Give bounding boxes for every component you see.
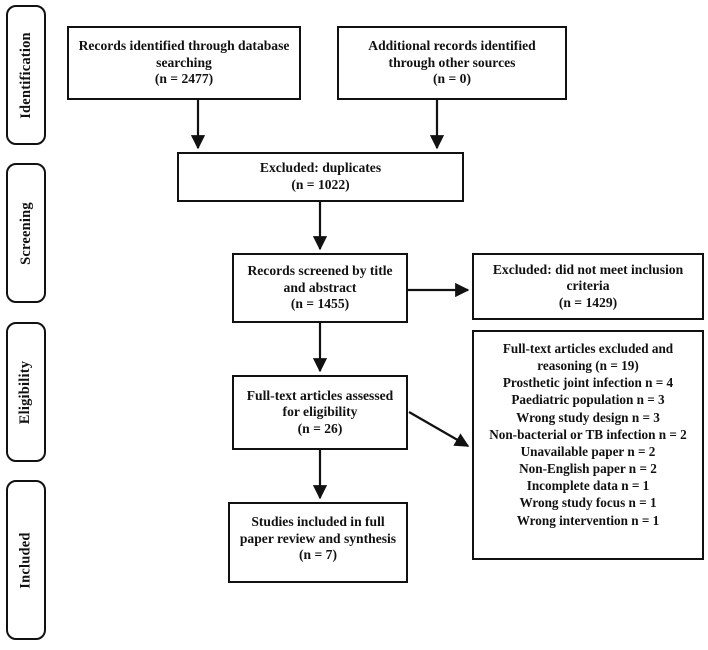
reason-unavailable-paper: Unavailable paper n = 2 (520, 443, 656, 459)
reason-paediatric-population: Paediatric population n = 3 (511, 392, 665, 408)
reason-non-bacterial-or-tb-infection: Non-bacterial or TB infection n = 2 (489, 426, 687, 442)
stage-label-screening-text: Screening (17, 201, 34, 265)
node-excluded-duplicates: Excluded: duplicates (n = 1022) (177, 152, 464, 202)
node-records-screened-line1: Records screened by title (247, 263, 393, 279)
node-fulltext-assessed-line2: for eligibility (282, 404, 358, 420)
node-records-screened: Records screened by title and abstract (… (232, 253, 408, 323)
node-studies-included-line1: Studies included in full (251, 514, 385, 529)
reason-incomplete-data: Incomplete data n = 1 (526, 478, 650, 494)
node-records-identified-database: Records identified through database sear… (67, 26, 301, 100)
node-fulltext-excluded-reasoning: Full-text articles excluded and reasonin… (472, 330, 704, 560)
reason-wrong-study-design: Wrong study design n = 3 (516, 409, 660, 425)
node-records-identified-database-count: (n = 2477) (154, 71, 214, 87)
node-records-identified-database-line1: Records identified through database (78, 38, 290, 54)
node-studies-included: Studies included in full paper review an… (228, 502, 408, 583)
stage-label-identification-text: Identification (17, 31, 34, 119)
fulltext-excluded-heading2: reasoning (n = 19) (537, 358, 639, 374)
node-fulltext-assessed-count: (n = 26) (297, 420, 343, 436)
stage-label-included-text: Included (17, 531, 34, 589)
reason-wrong-study-focus: Wrong study focus n = 1 (519, 495, 657, 511)
node-excluded-inclusion-criteria: Excluded: did not meet inclusion criteri… (472, 253, 704, 320)
reason-wrong-intervention: Wrong intervention n = 1 (516, 512, 660, 528)
stage-label-included: Included (6, 480, 46, 640)
edge-fulltext-to-excluded (408, 411, 470, 447)
node-additional-records-count: (n = 0) (433, 71, 471, 87)
node-excluded-inclusion-line1: Excluded: did not meet inclusion (492, 261, 684, 277)
node-additional-records-line2: through other sources (388, 54, 516, 70)
node-records-screened-count: (n = 1455) (290, 296, 350, 312)
node-excluded-inclusion-count: (n = 1429) (558, 294, 618, 310)
stage-label-screening: Screening (6, 163, 46, 303)
fulltext-excluded-reason-list: Full-text articles excluded and reasonin… (480, 340, 696, 529)
stage-label-eligibility-text: Eligibility (17, 360, 34, 424)
node-studies-included-count: (n = 7) (299, 547, 337, 563)
reason-non-english-paper: Non-English paper n = 2 (519, 461, 657, 477)
node-additional-records-line1: Additional records identified (368, 38, 536, 54)
node-excluded-duplicates-count: (n = 1022) (291, 177, 350, 192)
node-records-identified-database-line2: searching (156, 54, 212, 70)
node-excluded-inclusion-line2: criteria (566, 278, 610, 294)
node-fulltext-assessed-line1: Full-text articles assessed (246, 387, 394, 403)
reason-prosthetic-joint-infection: Prosthetic joint infection n = 4 (502, 375, 674, 391)
fulltext-excluded-heading1: Full-text articles excluded and (502, 341, 674, 356)
node-additional-records-other-sources: Additional records identified through ot… (337, 26, 567, 100)
node-studies-included-line2: paper review and synthesis (239, 530, 397, 546)
node-excluded-duplicates-line1: Excluded: duplicates (259, 160, 382, 176)
node-records-screened-line2: and abstract (283, 279, 357, 295)
node-fulltext-assessed: Full-text articles assessed for eligibil… (232, 375, 408, 450)
stage-label-eligibility: Eligibility (6, 322, 46, 462)
stage-label-identification: Identification (6, 5, 46, 145)
